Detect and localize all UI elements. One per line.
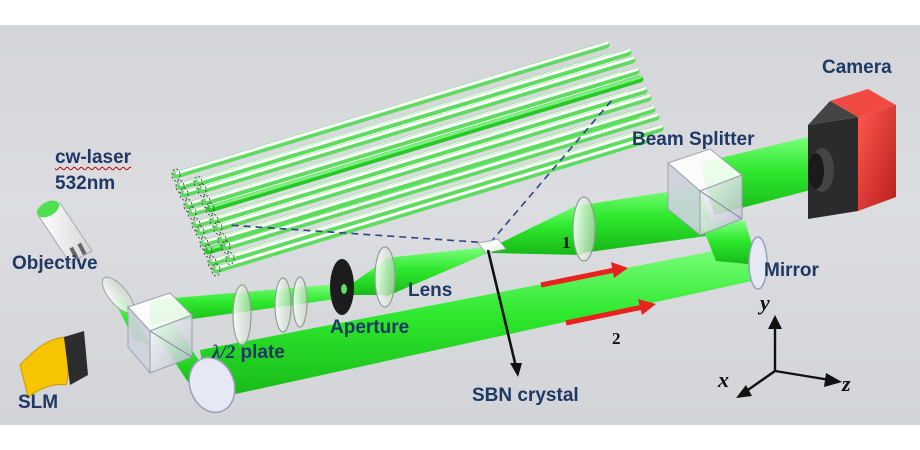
waveguide-tube: [218, 106, 656, 243]
waveguide-tube-end: [225, 252, 235, 265]
waveguide-tube-end: [213, 221, 223, 235]
camera-device: [808, 89, 896, 219]
waveguide-tube-end: [193, 176, 203, 189]
lambda-symbol: λ/2: [212, 342, 236, 363]
waveguide-tube: [194, 49, 632, 186]
waveguide-tube: [212, 136, 650, 274]
waveguide-tube-end: [171, 168, 181, 182]
aperture-label: Aperture: [330, 317, 410, 338]
waveguide-tube: [214, 94, 652, 232]
waveguide-tube-end: [183, 199, 193, 212]
setup-illustration: [19, 41, 896, 414]
sbn-crystal-label: SBN crystal: [472, 385, 579, 406]
mirror-right: [748, 236, 768, 290]
waveguide-tube-end: [217, 233, 227, 246]
axis-y-label: y: [760, 290, 770, 315]
cw-laser-source: [36, 200, 135, 314]
slm-device: [19, 331, 88, 398]
waveguide-tube-end: [191, 218, 201, 231]
waveguide-tube: [210, 87, 648, 224]
waveguide-tube-highlight: [205, 68, 639, 201]
coordinate-axes: [736, 315, 842, 398]
beam-splitter-label: Beam Splitter: [632, 129, 755, 150]
waveguide-tube-highlight: [225, 113, 659, 247]
waveguide-tube: [222, 113, 660, 251]
optical-setup-diagram: Camera Beam Splitter cw-laser 532nm Obje…: [0, 25, 920, 425]
waveguide-tube-highlight: [215, 136, 649, 270]
plate-text: plate: [235, 342, 285, 363]
sbn-crystal: [477, 238, 507, 254]
beam-2-label: 2: [612, 329, 621, 348]
cw-laser-label: cw-laser: [55, 147, 131, 169]
waveguide-tube-end: [203, 244, 213, 258]
camera-label: Camera: [822, 57, 892, 78]
waveguide-tube-end: [175, 180, 185, 193]
beam-1-label: 1: [562, 233, 571, 252]
waveguide-tube-highlight: [209, 75, 643, 209]
waveguide-tube-end: [211, 263, 221, 277]
waveguide-tube-highlight: [201, 56, 635, 190]
propagation-arrow-1: [540, 262, 628, 288]
waveguide-tube-end: [207, 256, 217, 269]
objective-label: Objective: [12, 253, 98, 274]
waveguide-tube-highlight: [175, 41, 609, 175]
waveguide-tube-highlight: [229, 125, 663, 258]
waveguide-tube: [226, 125, 664, 262]
focusing-lens: [374, 246, 396, 308]
slm-label: SLM: [18, 392, 59, 413]
waveguide-lattice: [171, 41, 664, 277]
half-wave-plate-label: λ/2 plate: [212, 342, 285, 364]
lens-label: Lens: [408, 280, 453, 301]
waveguide-tube-end: [195, 225, 205, 239]
waveguide-tube: [202, 68, 640, 205]
waveguide-tube: [206, 75, 644, 213]
beam-splitter-cube-1: [127, 292, 193, 375]
propagation-arrow-2: [565, 299, 656, 326]
wavelength-label: 532nm: [55, 173, 116, 194]
waveguide-tube-end: [205, 202, 215, 216]
imaging-lens: [572, 196, 596, 262]
waveguide-tube-end: [209, 214, 219, 227]
waveguide-tube-highlight: [221, 106, 655, 239]
mirror-label: Mirror: [764, 260, 819, 281]
waveguide-tube-end: [201, 195, 211, 208]
cw-laser-text: cw-laser: [55, 147, 132, 168]
projection-dashed-lines: [227, 99, 613, 244]
waveguide-tube-end: [199, 237, 209, 250]
waveguide-tube-highlight: [217, 94, 651, 228]
waveguide-tube-highlight: [197, 49, 631, 182]
beam-splitter-cube-2: [667, 148, 743, 237]
mirror-lower-left: [188, 356, 236, 414]
axis-x-label: x: [718, 367, 729, 392]
waveguide-tube-end: [221, 240, 231, 254]
waveguide-tube: [172, 41, 610, 179]
sbn-crystal-pointer: [486, 249, 522, 377]
half-wave-plate: [232, 284, 252, 346]
waveguide-tube-highlight: [213, 87, 647, 220]
axis-z-label: z: [842, 371, 851, 396]
lens-pair: [274, 276, 308, 333]
waveguide-tube: [198, 56, 636, 194]
aperture-disk: [330, 259, 354, 315]
waveguide-tube-end: [197, 183, 207, 197]
waveguide-tube-end: [179, 187, 189, 201]
waveguide-tube-end: [187, 206, 197, 220]
